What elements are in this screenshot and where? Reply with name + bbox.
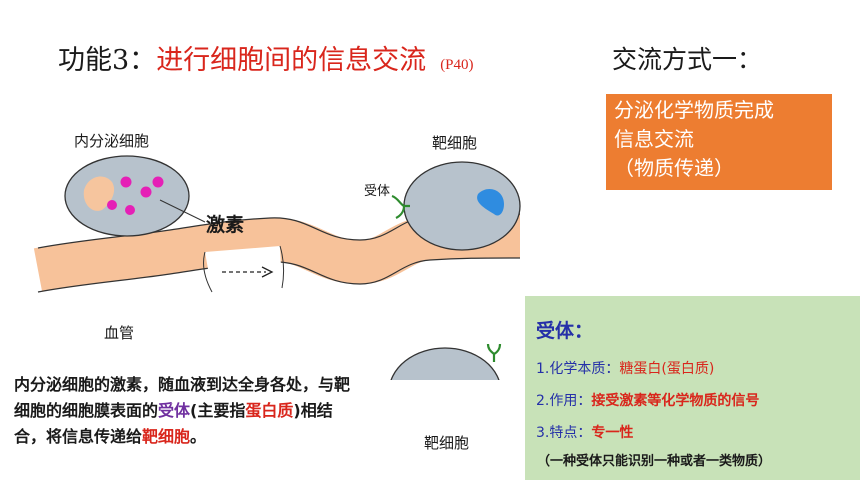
title-main: 进行细胞间的信息交流 xyxy=(156,45,427,76)
para-receptor: 受体 xyxy=(158,401,191,420)
orange-line-3: （物质传递） xyxy=(614,156,734,180)
target-cell-top-label: 靶细胞 xyxy=(432,134,478,152)
slide-title: 功能3：进行细胞间的信息交流 (P40) xyxy=(58,38,474,77)
endocrine-cell-label: 内分泌细胞 xyxy=(74,132,150,150)
item1-value: 糖蛋白(蛋白质) xyxy=(619,361,715,377)
para-text-4: 。 xyxy=(190,427,207,446)
para-text-1: 内分泌细胞的激素，随血液到达全身各处，与靶细胞的细胞膜表面的 xyxy=(14,375,351,420)
target-cell-top xyxy=(391,161,521,251)
para-protein: 蛋白质 xyxy=(245,401,294,420)
orange-info-box: 分泌化学物质完成 信息交流 （物质传递） xyxy=(606,94,832,190)
item3-value: 专一性 xyxy=(591,425,634,441)
receptor-info-box: 受体： 1.化学本质：糖蛋白(蛋白质) 2.作用：接受激素等化学物质的信号 3.… xyxy=(525,296,860,480)
orange-line-2: 信息交流 xyxy=(614,127,694,151)
para-target: 靶细胞 xyxy=(142,427,191,446)
receptor-note: （一种受体只能识别一种或者一类物质） xyxy=(537,454,772,469)
receptor-item-2: 2.作用：接受激素等化学物质的信号 xyxy=(536,390,759,410)
explanation-paragraph: 内分泌细胞的激素，随血液到达全身各处，与靶细胞的细胞膜表面的受体(主要指蛋白质)… xyxy=(14,372,364,450)
item3-label: 3.特点： xyxy=(536,425,592,441)
endocrine-cell xyxy=(64,155,206,237)
receptor-box-title: 受体： xyxy=(536,320,594,342)
cell-signaling-diagram xyxy=(33,155,521,380)
item2-label: 2.作用： xyxy=(536,393,592,409)
para-text-3: )相结合，将信息传递给 xyxy=(14,401,333,446)
target-cell-bottom xyxy=(390,343,502,380)
target-cell-bottom-label: 靶细胞 xyxy=(424,434,470,452)
item1-label: 1.化学本质： xyxy=(536,361,620,377)
receptor-item-1: 1.化学本质：糖蛋白(蛋白质) xyxy=(536,358,714,378)
item2-value: 接受激素等化学物质的信号 xyxy=(591,393,760,409)
mode-label: 交流方式一： xyxy=(612,45,763,74)
blood-vessel-label: 血管 xyxy=(104,324,135,342)
receptor-item-3: 3.特点：专一性 xyxy=(536,422,633,442)
para-text-2: (主要指 xyxy=(190,401,246,420)
title-page-ref: (P40) xyxy=(440,57,474,73)
receptor-label: 受体 xyxy=(364,184,391,199)
title-prefix: 功能3： xyxy=(58,45,157,76)
orange-line-1: 分泌化学物质完成 xyxy=(614,98,774,122)
hormone-label: 激素 xyxy=(206,214,245,236)
